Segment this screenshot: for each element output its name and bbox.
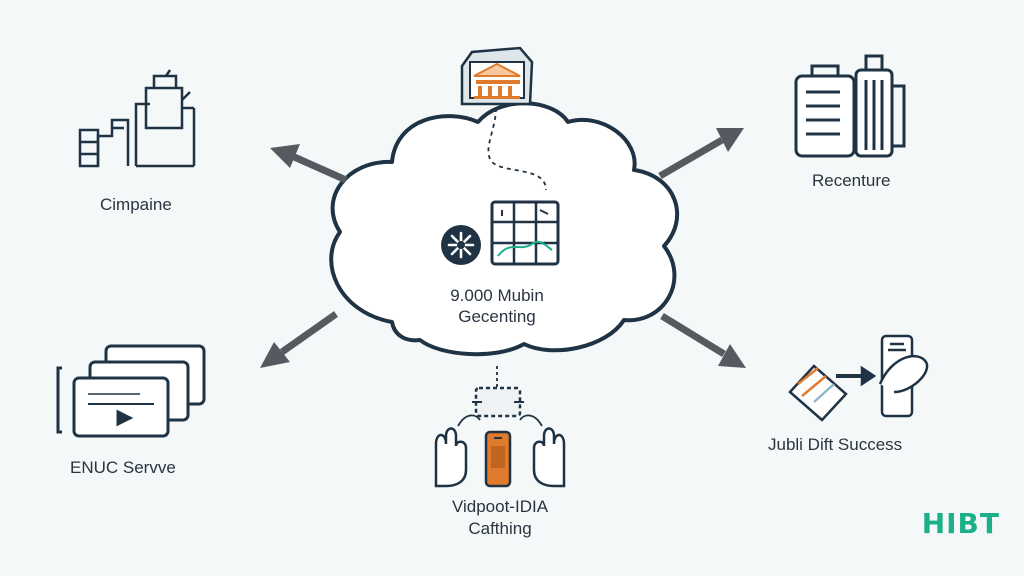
- node-label-bottom-line1: Vidpoot-IDIA: [451, 497, 549, 516]
- transfer-success-icon: [788, 334, 929, 422]
- server-document-icon: [794, 54, 906, 158]
- arrow-to-bottom-left: [260, 311, 339, 368]
- node-label-bottom-line2: Cafthing: [468, 519, 532, 538]
- dashed-connector-top: [487, 107, 547, 191]
- node-label-top-left: Cimpaine: [100, 195, 172, 214]
- arrow-to-top-left: [270, 144, 348, 184]
- cloud-label-line2: Gecenting: [458, 307, 536, 326]
- stacked-screens-icon: [56, 344, 206, 438]
- factory-machine-icon: [78, 69, 196, 168]
- arrow-to-top-right: [658, 128, 744, 180]
- node-label-bottom-left: ENUC Servve: [70, 458, 176, 477]
- mobile-exchange-icon: [434, 386, 566, 488]
- node-label-top-right: Recenture: [812, 171, 891, 190]
- bank-building-icon: [460, 46, 534, 106]
- arrow-to-bottom-right: [660, 313, 746, 368]
- cloud-label-line1: 9.000 Mubin: [450, 286, 544, 305]
- ledger-grid-icon: [490, 200, 560, 266]
- gear-badge-icon: [441, 225, 481, 265]
- node-label-bottom-right: Jubli Dift Success: [768, 435, 903, 454]
- brand-logo: HIBT: [921, 507, 1000, 540]
